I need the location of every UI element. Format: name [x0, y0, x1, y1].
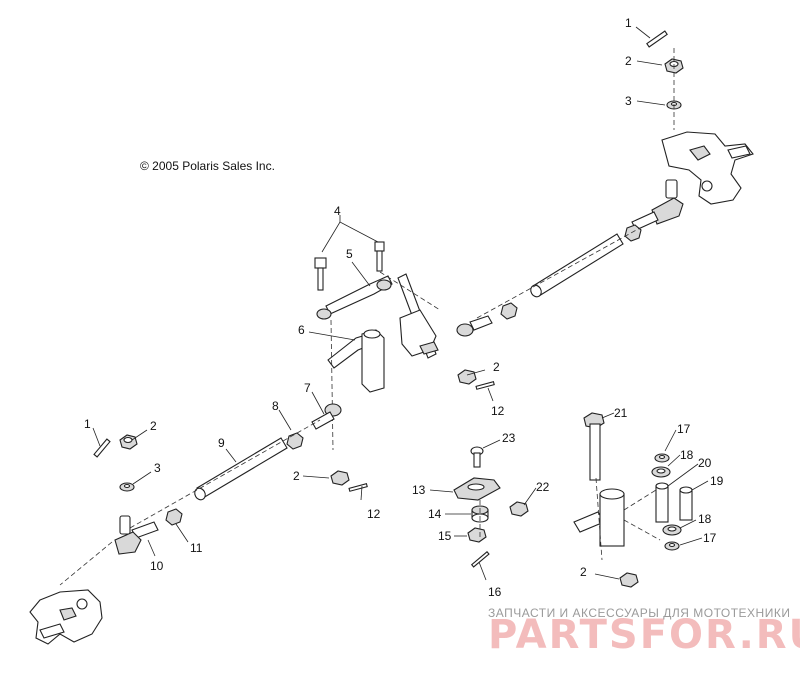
tie-rod-end-left-inner	[311, 403, 342, 430]
tie-rod-end-right	[631, 179, 684, 231]
steering-arm-bracket	[327, 329, 385, 393]
callout-17-upper: 17	[677, 422, 691, 436]
callout-23: 23	[502, 431, 516, 445]
callout-7: 7	[304, 381, 311, 395]
callout-16: 16	[488, 585, 502, 599]
bolt-23	[470, 446, 484, 468]
callout-11: 11	[190, 541, 203, 555]
callout-2-lower-right: 2	[580, 565, 587, 579]
castle-nut-lower-center	[330, 470, 350, 486]
watermark-brand: PARTSFOR.RU	[488, 612, 800, 658]
nut-15	[467, 527, 487, 543]
callout-2-left: 2	[150, 419, 157, 433]
callout-2-center: 2	[493, 360, 500, 374]
callout-22: 22	[536, 480, 550, 494]
callout-12-center: 12	[491, 404, 505, 418]
bolt-21	[583, 412, 605, 481]
sleeve-20	[655, 482, 669, 523]
cotter-pin-upper	[646, 30, 668, 48]
bushing-18-upper	[651, 466, 671, 478]
callout-3: 3	[625, 94, 632, 108]
cotter-pin-16	[470, 551, 490, 568]
callout-18-upper: 18	[680, 448, 694, 462]
leader-lines	[92, 26, 709, 581]
castle-nut-center	[457, 369, 477, 385]
callout-1: 1	[625, 16, 632, 30]
callout-2-lower-center: 2	[293, 469, 300, 483]
callout-labels: 1 2 3 4 5 6 7 8 9 1 2 3 10 11 2 12 2 12 …	[84, 16, 724, 599]
bolt-right	[374, 241, 385, 272]
callout-20: 20	[698, 456, 712, 470]
callout-8: 8	[272, 399, 279, 413]
tie-rod-tube-right	[530, 233, 624, 298]
washer-left	[119, 482, 135, 492]
pivot-tube	[573, 488, 625, 547]
jam-nut-left-inner	[286, 432, 304, 450]
callout-4: 4	[334, 204, 341, 218]
spindle-left	[29, 589, 103, 645]
washer-17-upper	[654, 453, 670, 463]
callout-14: 14	[428, 507, 442, 521]
drag-link	[316, 275, 393, 320]
callout-21: 21	[614, 406, 628, 420]
callout-6: 6	[298, 323, 305, 337]
callout-12-lower: 12	[367, 507, 381, 521]
callout-2: 2	[625, 54, 632, 68]
callout-13: 13	[412, 483, 426, 497]
watermark-tagline: ЗАПЧАСТИ И АКСЕССУАРЫ ДЛЯ МОТОТЕХНИКИ	[488, 606, 790, 620]
callout-18-lower: 18	[698, 512, 712, 526]
bushing-18-lower	[662, 524, 682, 536]
tie-rod-tube-left	[194, 437, 288, 501]
callout-9: 9	[218, 436, 225, 450]
copyright-text: © 2005 Polaris Sales Inc.	[140, 159, 275, 173]
steering-post	[397, 273, 439, 359]
nut-2-lower-right	[619, 572, 639, 588]
bracket-13	[453, 477, 501, 501]
nut-22	[509, 501, 529, 517]
callout-15: 15	[438, 529, 452, 543]
sleeve-19	[679, 486, 693, 521]
callout-1-left: 1	[84, 417, 91, 431]
tie-rod-end-right-inner	[456, 315, 493, 337]
spindle-right	[661, 131, 754, 205]
jam-nut-right-inner	[500, 302, 518, 320]
bushing-14	[471, 505, 489, 523]
cotter-pin-center	[475, 381, 495, 390]
callout-17-lower: 17	[703, 531, 717, 545]
castle-nut-left	[119, 434, 138, 450]
cotter-pin-lower-center	[348, 483, 368, 492]
cotter-pin-left	[93, 438, 111, 458]
jam-nut-right	[624, 224, 642, 242]
washer-17-lower	[664, 541, 680, 551]
bolt-left	[314, 257, 327, 291]
callout-19: 19	[710, 474, 724, 488]
callout-10: 10	[150, 559, 164, 573]
callout-3-left: 3	[154, 461, 161, 475]
tie-rod-end-left	[114, 515, 159, 555]
jam-nut-left	[165, 508, 183, 526]
callout-5: 5	[346, 247, 353, 261]
